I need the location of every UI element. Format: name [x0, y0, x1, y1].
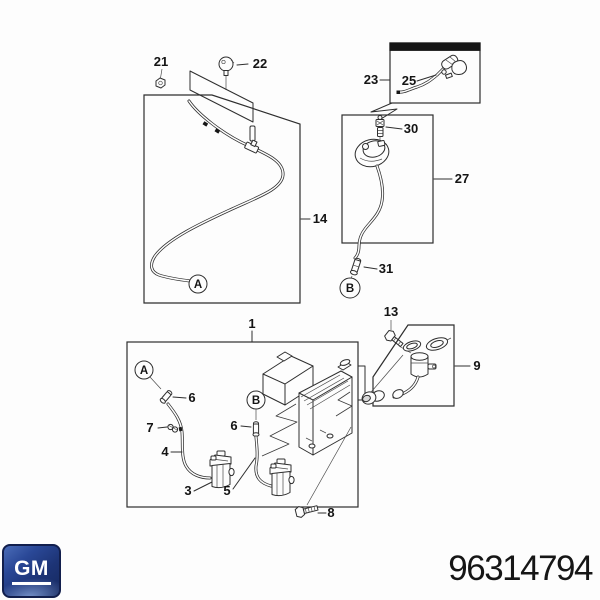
hose-connector-31-icon	[349, 257, 362, 276]
s-shaped-washer-hose	[150, 99, 285, 283]
view-marker-a-label: A	[194, 279, 202, 291]
callout-31: 31	[379, 261, 393, 276]
rear-nozzle-box-23	[389, 42, 481, 104]
view-marker-b-label: B	[346, 283, 354, 295]
callout-22: 22	[253, 56, 267, 71]
clip-7-icon	[167, 423, 179, 433]
black-banner	[389, 42, 481, 51]
cowl-panel-outline	[189, 70, 254, 123]
callout-21: 21	[154, 54, 168, 69]
view-marker-b-assembly: B	[246, 390, 266, 420]
callout-6-rear: 6	[230, 418, 237, 433]
callout-leader-lines	[157, 63, 471, 514]
callout-25: 25	[402, 73, 416, 88]
callout-7: 7	[146, 420, 153, 435]
reservoir-assembly-box-1	[126, 330, 359, 508]
rear-nozzle-assembly	[441, 54, 467, 79]
washer-hose-4	[166, 402, 212, 480]
rear-washer-hose-25	[396, 67, 445, 94]
callout-4: 4	[161, 444, 169, 459]
hose-tee-fitting	[244, 139, 260, 154]
pump-grommet-body	[354, 138, 390, 168]
washer-hose-box-14	[143, 94, 301, 304]
callout-9: 9	[473, 358, 480, 373]
callout-27: 27	[455, 171, 469, 186]
washer-nozzle-22-icon	[218, 56, 235, 90]
bolt-13-icon	[384, 320, 412, 354]
pump-hose-27	[353, 164, 385, 260]
washer-pump-5-icon	[269, 458, 295, 497]
leader-to-bolt-8	[306, 426, 352, 506]
callout-23: 23	[364, 72, 378, 87]
callout-3: 3	[184, 483, 191, 498]
callout-30: 30	[404, 121, 418, 136]
callout-1: 1	[248, 316, 255, 331]
leader-zigzag-23-to-30	[370, 102, 398, 120]
assembly-zigzag-leaders	[261, 391, 353, 457]
view-marker-b-label: B	[252, 395, 260, 407]
callout-8: 8	[327, 505, 334, 520]
callout-13: 13	[384, 304, 398, 319]
callout-14: 14	[313, 211, 328, 226]
view-marker-a-assembly: A	[134, 360, 162, 390]
view-marker-a-hose: A	[188, 274, 208, 294]
gm-logo-text: GM	[12, 558, 51, 585]
bracket-and-leaders	[357, 354, 404, 401]
reservoir-tank	[262, 351, 353, 456]
callout-5: 5	[223, 483, 230, 498]
fitting-30-icon	[375, 115, 385, 141]
view-marker-b-pump: B	[339, 277, 361, 299]
hose-connector-6-front	[159, 390, 173, 404]
view-marker-a-label: A	[140, 365, 148, 377]
washer-pump-box-27	[341, 114, 434, 244]
bolt-8-icon	[294, 505, 319, 518]
callout-6-front: 6	[188, 390, 195, 405]
gm-logo: GM	[2, 544, 61, 598]
washer-hose-5	[254, 435, 273, 488]
hose-connector-6-rear	[252, 421, 260, 437]
nut-21-icon	[155, 68, 166, 89]
part-number: 96314794	[448, 549, 593, 588]
filler-neck-part-9	[361, 337, 452, 405]
